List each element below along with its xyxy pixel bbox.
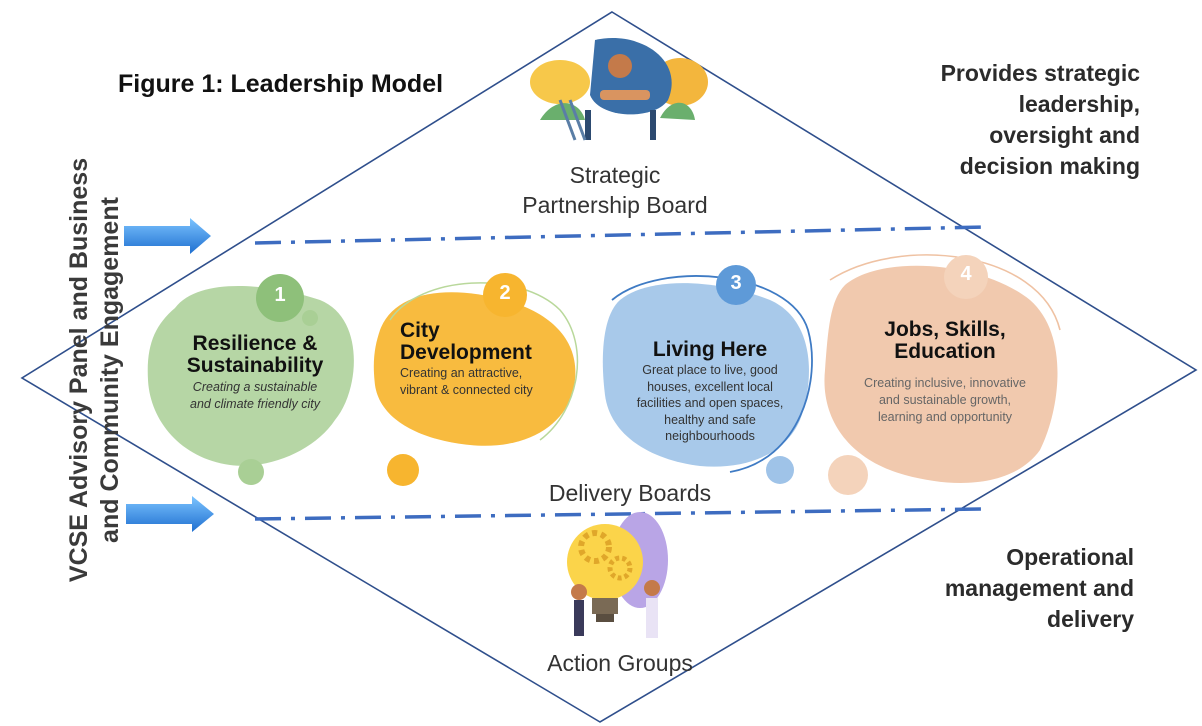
board-4-shape <box>824 254 1061 495</box>
board-1-shape <box>147 274 354 485</box>
figure-title: Figure 1: Leadership Model <box>118 70 444 98</box>
action-groups-label: Action Groups <box>547 650 693 676</box>
board-3-desc-line-5: neighbourhoods <box>665 429 755 444</box>
board-4-text: Jobs, Skills, Education Creating inclusi… <box>830 318 1060 426</box>
operational-note-line-1: Operational <box>1006 544 1134 570</box>
strategic-board-line-1: Strategic <box>569 162 661 188</box>
board-3-desc-line-3: facilities and open spaces, <box>636 396 784 411</box>
board-1-desc-line-2: and climate friendly city <box>190 397 320 412</box>
right-arrow-icon <box>124 218 211 254</box>
teamwork-illustration-icon <box>530 38 708 141</box>
board-1-number: 1 <box>274 284 286 306</box>
board-1-text: Resilience & Sustainability Creating a s… <box>160 332 350 413</box>
board-4-desc-line-3: learning and opportunity <box>877 410 1013 425</box>
left-label-line-2: and Community Engagement <box>96 197 124 543</box>
board-3-desc-line-4: healthy and safe <box>664 412 756 427</box>
operational-note-line-2: management and <box>944 575 1134 601</box>
strategic-note-line-1: Provides strategic <box>940 60 1140 86</box>
board-1-desc-line-1: Creating a sustainable <box>192 380 318 395</box>
board-2-desc-line-1: Creating an attractive, <box>400 366 523 381</box>
lightbulb-gears-illustration-icon <box>567 512 668 638</box>
board-2-desc-line-2: vibrant & connected city <box>400 383 533 398</box>
board-1-title-line-1: Resilience & <box>192 332 318 355</box>
board-2-shape <box>373 273 579 486</box>
diamond-outline <box>20 11 1198 723</box>
board-2-title-line-1: City <box>400 319 440 342</box>
board-2-text: City Development Creating an attractive,… <box>400 319 575 399</box>
strategic-note-line-3: oversight and <box>989 122 1140 148</box>
board-3-text: Living Here Great place to live, good ho… <box>615 338 805 445</box>
board-2-title-line-2: Development <box>400 341 532 365</box>
strategic-note-line-4: decision making <box>959 153 1140 179</box>
strategic-board-label: Strategic Partnership Board <box>490 160 740 220</box>
operational-note-line-3: delivery <box>1047 606 1134 632</box>
board-4-desc-line-2: and sustainable growth, <box>878 393 1012 408</box>
board-3-title: Living Here <box>652 338 768 361</box>
board-3-desc-line-2: houses, excellent local <box>647 379 773 394</box>
board-3-desc-line-1: Great place to live, good <box>642 363 778 378</box>
right-arrow-icon <box>126 496 214 532</box>
board-4-title-line-1: Jobs, Skills, <box>884 318 1006 341</box>
board-4-title-line-2: Education <box>894 340 996 364</box>
board-4-number: 4 <box>960 263 972 285</box>
board-1-title-line-2: Sustainability <box>186 354 324 378</box>
upper-separator-line <box>254 225 986 245</box>
left-label-line-1: VCSE Advisory Panel and Business <box>65 157 93 583</box>
operational-role-note: Operational management and delivery <box>874 542 1134 635</box>
delivery-boards-label: Delivery Boards <box>548 480 712 506</box>
lower-separator-line <box>254 507 986 521</box>
strategic-role-note: Provides strategic leadership, oversight… <box>850 58 1140 182</box>
board-3-shape <box>602 265 813 484</box>
board-4-desc-line-1: Creating inclusive, innovative <box>864 376 1026 391</box>
left-side-label: VCSE Advisory Panel and Business and Com… <box>40 120 150 620</box>
strategic-board-line-2: Partnership Board <box>522 192 708 218</box>
board-2-number: 2 <box>499 282 511 304</box>
board-3-number: 3 <box>730 272 742 294</box>
strategic-note-line-2: leadership, <box>1018 91 1140 117</box>
